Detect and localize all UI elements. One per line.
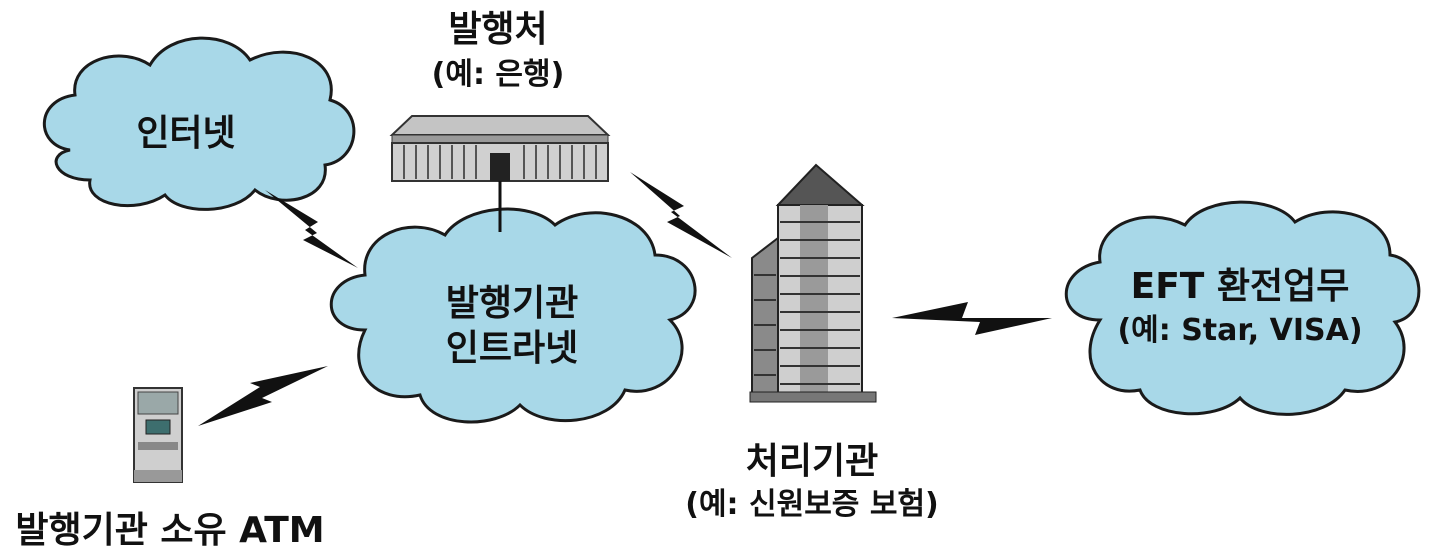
eft-label-line2: (예: Star, VISA) bbox=[1117, 313, 1363, 348]
issuer-label-line1: 발행처 bbox=[448, 9, 548, 50]
internet-cloud bbox=[42, 36, 356, 211]
bank-building-icon bbox=[389, 115, 611, 182]
lightning-bolt-icon bbox=[892, 302, 1052, 335]
processor-label-line1: 처리기관 bbox=[745, 441, 879, 482]
lightning-bolt-icon bbox=[630, 172, 732, 258]
atm-label: 발행기관 소유 ATM bbox=[15, 510, 325, 551]
internet-label: 인터넷 bbox=[136, 113, 236, 154]
issuer-label-line2: (예: 은행) bbox=[431, 57, 565, 92]
office-tower-icon bbox=[749, 163, 877, 403]
atm-machine-icon bbox=[133, 387, 183, 483]
processor-label-line2: (예: 신원보증 보험) bbox=[685, 487, 939, 522]
intranet-label-line1: 발행기관 bbox=[445, 283, 579, 324]
lightning-bolt-icon bbox=[265, 190, 358, 268]
eft-label-line1: EFT 환전업무 bbox=[1130, 266, 1350, 307]
intranet-label-line2: 인트라넷 bbox=[445, 328, 579, 369]
intranet-cloud bbox=[329, 207, 697, 424]
lightning-bolt-icon bbox=[198, 366, 328, 426]
eft-cloud bbox=[1064, 200, 1421, 416]
